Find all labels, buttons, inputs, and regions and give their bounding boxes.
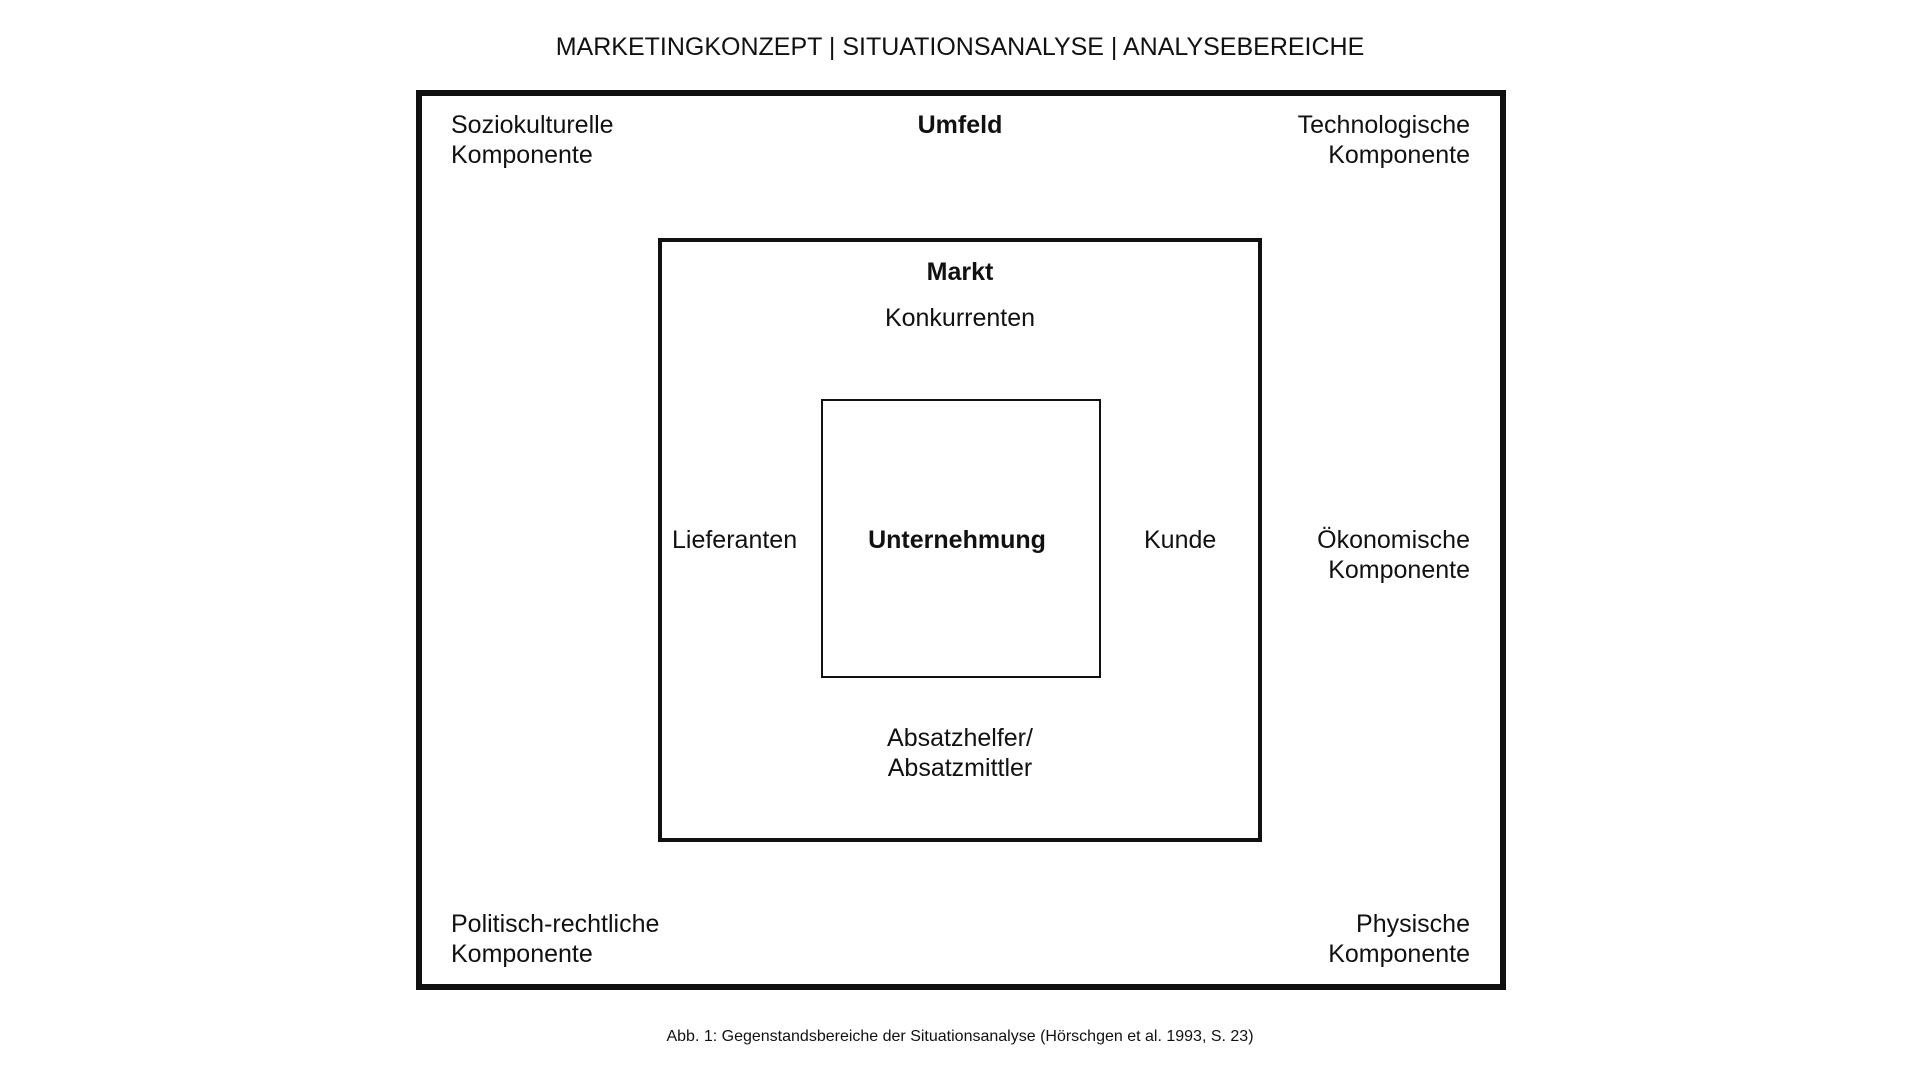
label-line: Komponente (1328, 940, 1470, 968)
physische-komponente: Physische Komponente (1328, 909, 1470, 969)
page-title: MARKETINGKONZEPT | SITUATIONSANALYSE | A… (555, 33, 1365, 61)
label-line: Ökonomische (1317, 526, 1470, 554)
lieferanten-label: Lieferanten (672, 526, 798, 554)
konkurrenten-label: Konkurrenten (884, 304, 1036, 332)
kunde-label: Kunde (1144, 526, 1217, 554)
soziokulturelle-komponente: Soziokulturelle Komponente (451, 110, 614, 170)
figure-caption: Abb. 1: Gegenstandsbereiche der Situatio… (666, 1028, 1254, 1045)
markt-label: Markt (926, 258, 994, 286)
label-line: Komponente (1328, 556, 1470, 584)
absatzhelfer-label: Absatzhelfer/ Absatzmittler (887, 723, 1033, 783)
umfeld-box (416, 90, 1506, 990)
markt-box (658, 238, 1262, 842)
label-line: Physische (1356, 910, 1470, 938)
label-line: Absatzmittler (887, 754, 1033, 782)
label-line: Komponente (451, 141, 593, 169)
label-line: Absatzhelfer/ (887, 724, 1033, 752)
unternehmung-label: Unternehmung (868, 526, 1046, 554)
label-line: Politisch-rechtliche (451, 910, 660, 938)
label-line: Soziokulturelle (451, 111, 614, 139)
label-line: Komponente (451, 940, 593, 968)
umfeld-label: Umfeld (917, 111, 1003, 139)
label-line: Komponente (1328, 141, 1470, 169)
oekonomische-komponente: Ökonomische Komponente (1317, 525, 1470, 585)
label-line: Technologische (1297, 111, 1470, 139)
technologische-komponente: Technologische Komponente (1298, 110, 1470, 170)
politisch-rechtliche-komponente: Politisch-rechtliche Komponente (451, 909, 659, 969)
unternehmung-box (821, 399, 1101, 678)
